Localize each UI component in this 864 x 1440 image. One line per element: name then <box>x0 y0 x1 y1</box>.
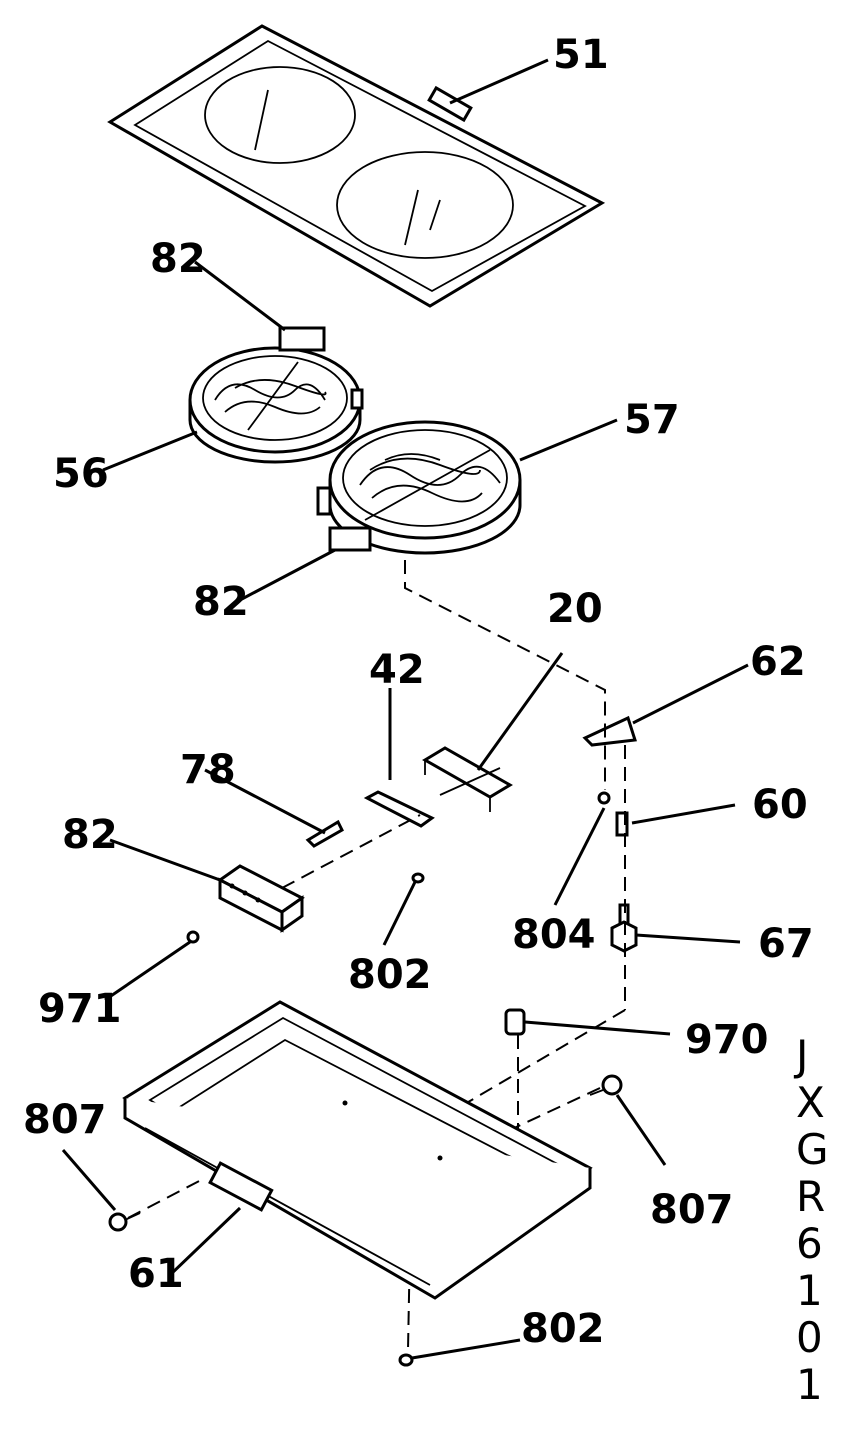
model-code-char: R <box>796 1172 825 1221</box>
terminal-part-78 <box>305 819 344 848</box>
callout-82: 82 <box>193 579 249 625</box>
callout-807: 807 <box>650 1187 734 1233</box>
callout-82: 82 <box>62 812 118 858</box>
screw-part-807-left <box>108 1212 141 1232</box>
screw-part-807-right <box>589 1074 623 1096</box>
model-code-char: X <box>796 1078 825 1127</box>
large-radiant-element-part-57 <box>316 420 522 555</box>
callout-60: 60 <box>752 782 808 828</box>
callout-62: 62 <box>750 639 806 685</box>
screw-part-804 <box>597 791 611 805</box>
callout-20: 20 <box>547 586 603 632</box>
callout-970: 970 <box>685 1017 769 1063</box>
model-code-char: 1 <box>796 1360 823 1409</box>
model-code-char: 6 <box>796 1219 823 1268</box>
callout-67: 67 <box>758 921 814 967</box>
model-code-char: G <box>796 1125 829 1174</box>
bracket-part-20 <box>422 746 513 812</box>
callout-51: 51 <box>553 32 609 78</box>
callout-42: 42 <box>369 647 425 693</box>
glass-cooktop-part-51 <box>107 24 606 308</box>
clip-part-970 <box>504 1008 526 1036</box>
screw-part-802-bottom <box>398 1353 414 1367</box>
screw-part-971 <box>186 930 200 944</box>
chassis-tray-part-61 <box>122 1000 593 1300</box>
callout-802: 802 <box>521 1306 605 1352</box>
callout-78: 78 <box>180 747 236 793</box>
callout-57: 57 <box>624 397 680 443</box>
spring-part-60 <box>615 811 629 837</box>
model-code-char: J <box>793 1031 808 1080</box>
callout-804: 804 <box>512 912 596 958</box>
terminal-block-part-82 <box>217 864 305 933</box>
callout-802: 802 <box>348 952 432 998</box>
screw-part-802 <box>411 872 425 884</box>
callout-56: 56 <box>53 451 109 497</box>
callout-61: 61 <box>128 1251 184 1297</box>
callout-807: 807 <box>23 1097 107 1143</box>
model-code-char: 1 <box>796 1266 823 1315</box>
mounting-bracket-part-62 <box>582 715 637 747</box>
model-code: J X G R 6 1 0 1 <box>793 1031 829 1409</box>
callout-971: 971 <box>38 986 122 1032</box>
model-code-char: 0 <box>796 1313 823 1362</box>
spacer-part-67 <box>610 903 638 953</box>
callout-82: 82 <box>150 236 206 282</box>
switch-part-42 <box>363 790 435 828</box>
small-radiant-element-part-56 <box>188 326 364 464</box>
